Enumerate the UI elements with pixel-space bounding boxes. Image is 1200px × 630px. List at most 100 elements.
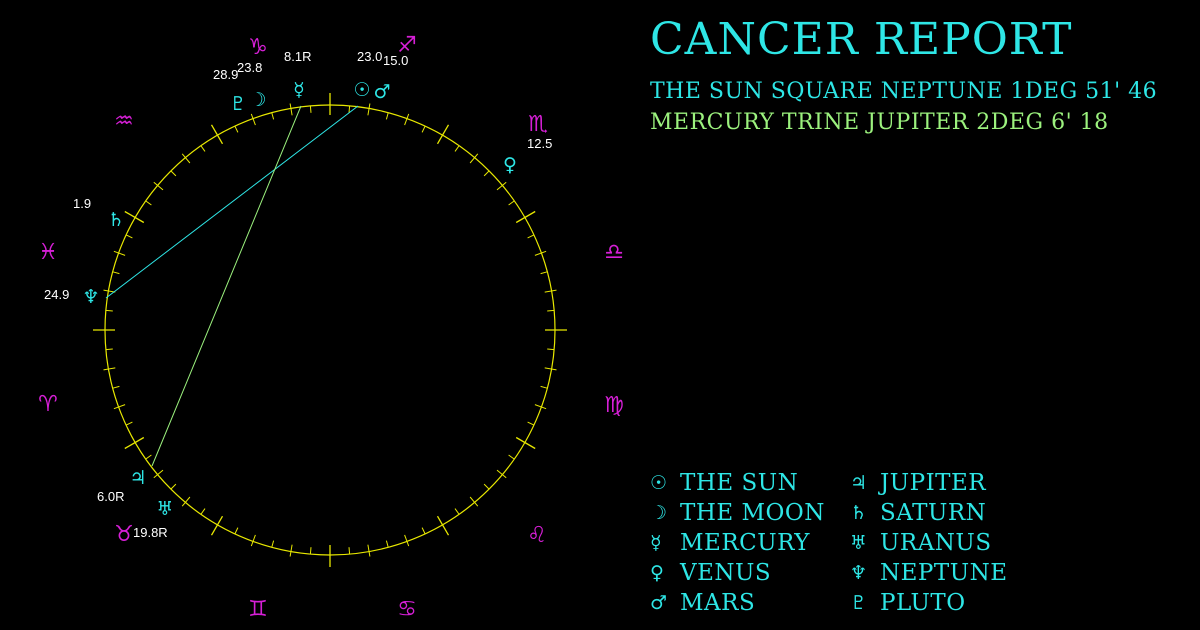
- wheel-tick: [250, 534, 256, 547]
- legend-item-pluto: ♇ PLUTO: [850, 588, 1008, 618]
- node-degree: 19.8R: [133, 525, 168, 540]
- mercury-icon: ☿: [293, 79, 305, 101]
- wheel-tick: [250, 113, 256, 126]
- wheel-tick: [124, 436, 145, 450]
- legend-label: PLUTO: [880, 590, 966, 616]
- moon-icon: ☽: [249, 89, 266, 111]
- legend-label: THE SUN: [680, 470, 799, 496]
- wheel-tick: [200, 508, 206, 515]
- wheel-tick: [103, 289, 116, 293]
- wheel-tick: [348, 105, 351, 113]
- legend-label: NEPTUNE: [880, 560, 1008, 586]
- venus-icon: ♀: [650, 562, 664, 584]
- wheel-tick: [181, 496, 191, 507]
- pluto-icon: ♇: [229, 93, 246, 115]
- pluto-icon: ♇: [850, 592, 868, 614]
- legend-item-mercury: ☿MERCURY: [650, 528, 825, 558]
- wheel-tick: [454, 508, 460, 515]
- mercury-icon: ☿: [650, 532, 662, 554]
- sun-icon: ☉: [650, 472, 668, 494]
- wheel-tick: [113, 250, 126, 256]
- mars-icon: ♂: [650, 592, 668, 614]
- wheel-tick: [404, 534, 410, 547]
- wheel-tick: [125, 234, 133, 239]
- wheel-tick: [404, 113, 410, 126]
- aspect-line-2: MERCURY TRINE JUPITER 2DEG 6' 18: [650, 110, 1109, 135]
- jupiter-icon: ♃: [850, 472, 868, 494]
- aspect-line-1: THE SUN SQUARE NEPTUNE 1DEG 51' 46: [650, 79, 1158, 104]
- wheel-tick: [454, 145, 460, 152]
- saturn-icon: ♄: [107, 209, 124, 231]
- pluto-degree: 28.9: [213, 67, 238, 82]
- wheel-tick: [124, 210, 145, 224]
- legend-label: URANUS: [880, 530, 992, 556]
- wheel-tick: [544, 367, 557, 371]
- mars-degree: 15.0: [383, 53, 408, 68]
- wheel-tick: [527, 234, 535, 239]
- planet-legend-column-2: ♃JUPITER ♄SATURN ♅URANUS ♆NEPTUNE ♇PLUTO: [850, 468, 1008, 618]
- wheel-tick: [385, 112, 389, 120]
- moon-degree: 23.8: [237, 60, 262, 75]
- wheel-tick: [271, 540, 275, 548]
- wheel-tick: [103, 367, 116, 371]
- wheel-tick: [421, 527, 426, 535]
- neptune-degree: 24.9: [44, 287, 69, 302]
- wheel-tick: [125, 421, 133, 426]
- wheel-tick: [540, 271, 548, 275]
- wheel-tick: [289, 103, 293, 116]
- wheel-tick: [210, 515, 224, 536]
- wheel-tick: [367, 103, 371, 116]
- wheel-tick: [181, 153, 191, 164]
- moon-icon: ☽: [650, 502, 668, 524]
- wheel-tick: [170, 170, 177, 177]
- legend-item-neptune: ♆ NEPTUNE: [850, 558, 1008, 588]
- wheel-ring: [104, 104, 556, 556]
- wheel-tick: [547, 348, 555, 351]
- legend-item-moon: ☽ THE MOON: [650, 498, 825, 528]
- wheel-tick: [113, 404, 126, 410]
- wheel-tick: [436, 515, 450, 536]
- wheel-tick: [515, 210, 536, 224]
- libra-icon: ♎: [604, 240, 624, 265]
- wheel-tick: [309, 105, 312, 113]
- legend-label: THE MOON: [680, 500, 825, 526]
- leo-icon: ♌: [527, 523, 547, 548]
- sun-degree: 23.0: [357, 49, 382, 64]
- legend-label: JUPITER: [880, 470, 987, 496]
- astrology-wheel-chart: ♑ ♐ ♏ ♎ ♍ ♌ ♋ ♊ ♉ ♈ ♓ ♒ ☉ ♂ ☿ ☽ ♇ ♀ ♄ ♆ …: [38, 33, 624, 622]
- wheel-tick: [153, 469, 164, 479]
- uranus-icon: ♅: [850, 532, 868, 554]
- legend-label: VENUS: [680, 560, 772, 586]
- wheel-tick: [527, 421, 535, 426]
- wheel-tick: [271, 112, 275, 120]
- legend-item-jupiter: ♃ JUPITER: [850, 468, 1008, 498]
- virgo-icon: ♍: [604, 393, 624, 418]
- wheel-tick: [234, 527, 239, 535]
- legend-item-sun: ☉ THE SUN: [650, 468, 825, 498]
- wheel-tick: [508, 454, 515, 460]
- wheel-tick: [540, 385, 548, 389]
- wheel-tick: [547, 309, 555, 312]
- aries-icon: ♈: [38, 392, 58, 417]
- venus-icon: ♀: [503, 154, 517, 176]
- taurus-icon: ♉: [114, 522, 134, 547]
- neptune-icon: ♆: [82, 286, 99, 308]
- scorpio-icon: ♏: [528, 112, 548, 137]
- wheel-tick: [385, 540, 389, 548]
- wheel-tick: [496, 469, 507, 479]
- wheel-tick: [289, 544, 293, 557]
- saturn-degree: 1.9: [73, 196, 91, 211]
- wheel-tick: [436, 124, 450, 145]
- wheel-tick: [483, 170, 490, 177]
- jupiter-icon: ♃: [129, 467, 146, 489]
- gemini-icon: ♊: [248, 597, 268, 622]
- sagittarius-icon: ♐: [397, 33, 417, 58]
- wheel-tick: [200, 145, 206, 152]
- wheel-tick: [508, 200, 515, 206]
- wheel-tick: [170, 483, 177, 490]
- mars-icon: ♂: [373, 81, 390, 103]
- neptune-icon: ♆: [850, 562, 868, 584]
- wheel-tick: [544, 289, 557, 293]
- wheel-tick: [367, 544, 371, 557]
- wheel-tick: [112, 385, 120, 389]
